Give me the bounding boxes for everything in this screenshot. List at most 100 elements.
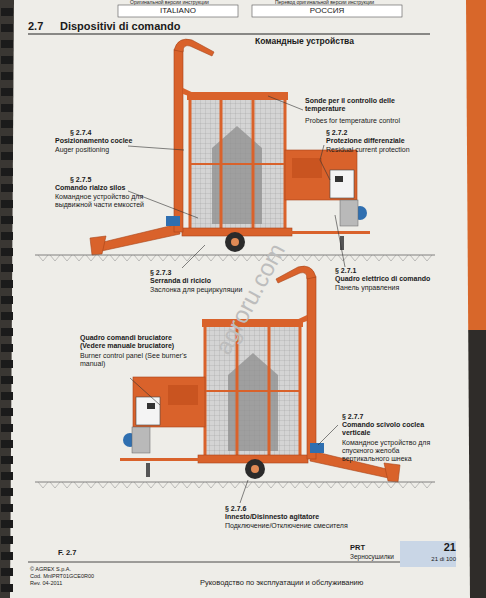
binding-ring — [1, 376, 13, 384]
footer-rule — [28, 562, 456, 563]
binding-ring — [1, 216, 13, 224]
leader-line — [318, 425, 338, 445]
binding-ring — [1, 408, 13, 416]
label-text: Comando scivolo coclea verticale — [342, 421, 432, 437]
label-text: ITALIANO — [118, 6, 238, 15]
elevator — [174, 50, 183, 232]
elevator-spout — [290, 315, 307, 327]
label-text: Командное устройство для выдвижной части… — [55, 193, 175, 209]
binding-ring — [1, 24, 13, 32]
label-text: 2.7 — [28, 20, 58, 33]
label-text: Командные устройства — [255, 37, 405, 47]
auger-hopper — [90, 236, 106, 255]
binding-ring — [1, 248, 13, 256]
label-text: Comando rialzo silos — [55, 184, 165, 192]
title-rule — [28, 34, 430, 35]
leader-line — [240, 480, 248, 503]
wheel — [245, 459, 265, 479]
leader-line — [130, 378, 160, 405]
label-text: § 2.7.4 — [70, 129, 130, 137]
binding-ring — [1, 152, 13, 160]
binding-ring — [1, 312, 13, 320]
label-text: Зерносушилки — [350, 553, 400, 560]
ground-hatch — [38, 255, 432, 261]
silo-grid — [190, 98, 285, 230]
label-text: Оригинальной версии инструкции — [130, 0, 240, 6]
ground-line — [35, 482, 435, 483]
wheel — [225, 232, 245, 252]
binding-ring — [1, 328, 13, 336]
binding-ring — [1, 136, 13, 144]
binding-ring — [1, 440, 13, 448]
label-text: Sonde per il controllo delle temperature — [305, 97, 395, 113]
label-text: § 2.7.6 — [225, 505, 285, 513]
binding-ring — [1, 40, 13, 48]
label-text: § 2.7.2 — [326, 129, 386, 137]
label-text: Панель управления — [335, 284, 445, 292]
label-text: § 2.7.1 — [335, 267, 395, 275]
page-number-box — [400, 541, 456, 567]
elevator-spout — [183, 88, 200, 100]
binding-ring — [1, 280, 13, 288]
label-text: Protezione differenziale — [326, 137, 446, 145]
binding-ring — [1, 104, 13, 112]
label-text: Cod. MnlPRT01GCE0R00 — [30, 573, 150, 579]
fan-housing — [132, 427, 150, 453]
binding-ring — [1, 536, 13, 544]
binding-ring — [1, 360, 13, 368]
elevator-head — [276, 266, 316, 283]
elevator — [307, 277, 316, 459]
binding-ring — [1, 488, 13, 496]
binding-ring — [1, 568, 13, 576]
label-text: Innesto/Disinnesto agitatore — [225, 513, 355, 521]
label-text: 21 — [400, 541, 456, 554]
leader-line — [335, 215, 345, 267]
label-text: Auger positioning — [55, 146, 165, 154]
label-text: 21 di 100 — [400, 556, 456, 563]
jack-leg — [146, 463, 150, 477]
binding-ring — [1, 456, 13, 464]
auger-motor — [310, 443, 324, 453]
binding-ring — [1, 264, 13, 272]
paper — [10, 0, 470, 598]
binding-ring — [1, 8, 13, 16]
binding-ring — [1, 184, 13, 192]
label-text: Перевод оригинальной версии инструкции — [275, 0, 415, 6]
control-panel — [330, 170, 354, 198]
label-text: РОССИЯ — [252, 6, 402, 15]
leader-line — [128, 146, 184, 150]
leader-line — [268, 96, 303, 110]
burner-box — [133, 377, 205, 427]
label-text: F. 2.7 — [58, 549, 108, 558]
binding-ring — [1, 552, 13, 560]
label-text: Residual current protection — [326, 146, 446, 154]
binding-ring — [1, 392, 13, 400]
binding-ring — [1, 232, 13, 240]
label-text: Командное устройство для спускного желоб… — [342, 439, 437, 463]
drawbar — [290, 231, 370, 234]
label-text: § 2.7.5 — [70, 176, 130, 184]
ground-hatch — [38, 482, 432, 488]
panel-switch — [147, 403, 155, 409]
binding-ring — [1, 56, 13, 64]
ground-line — [35, 255, 435, 256]
label-text: © AGREX S.p.A. — [30, 566, 150, 572]
silo-band — [205, 390, 300, 392]
auger-hopper — [384, 463, 400, 482]
header-tab — [118, 5, 238, 17]
burner-vent — [168, 385, 198, 405]
label-text: Руководство по эксплуатации и обслуживан… — [200, 579, 430, 588]
wheel-hub — [231, 238, 239, 246]
label-text: Posizionamento coclee — [55, 137, 165, 145]
auger-motor — [166, 216, 180, 226]
drawbar — [120, 458, 200, 461]
binding-ring — [1, 520, 13, 528]
auger — [95, 224, 180, 252]
binding-ring — [1, 88, 13, 96]
wheel-hub — [251, 465, 259, 473]
silo-band — [190, 163, 285, 165]
binding-ring — [1, 584, 13, 592]
burner-box — [285, 150, 357, 200]
label-text: PRT — [350, 544, 395, 553]
silo-cap — [187, 92, 288, 100]
